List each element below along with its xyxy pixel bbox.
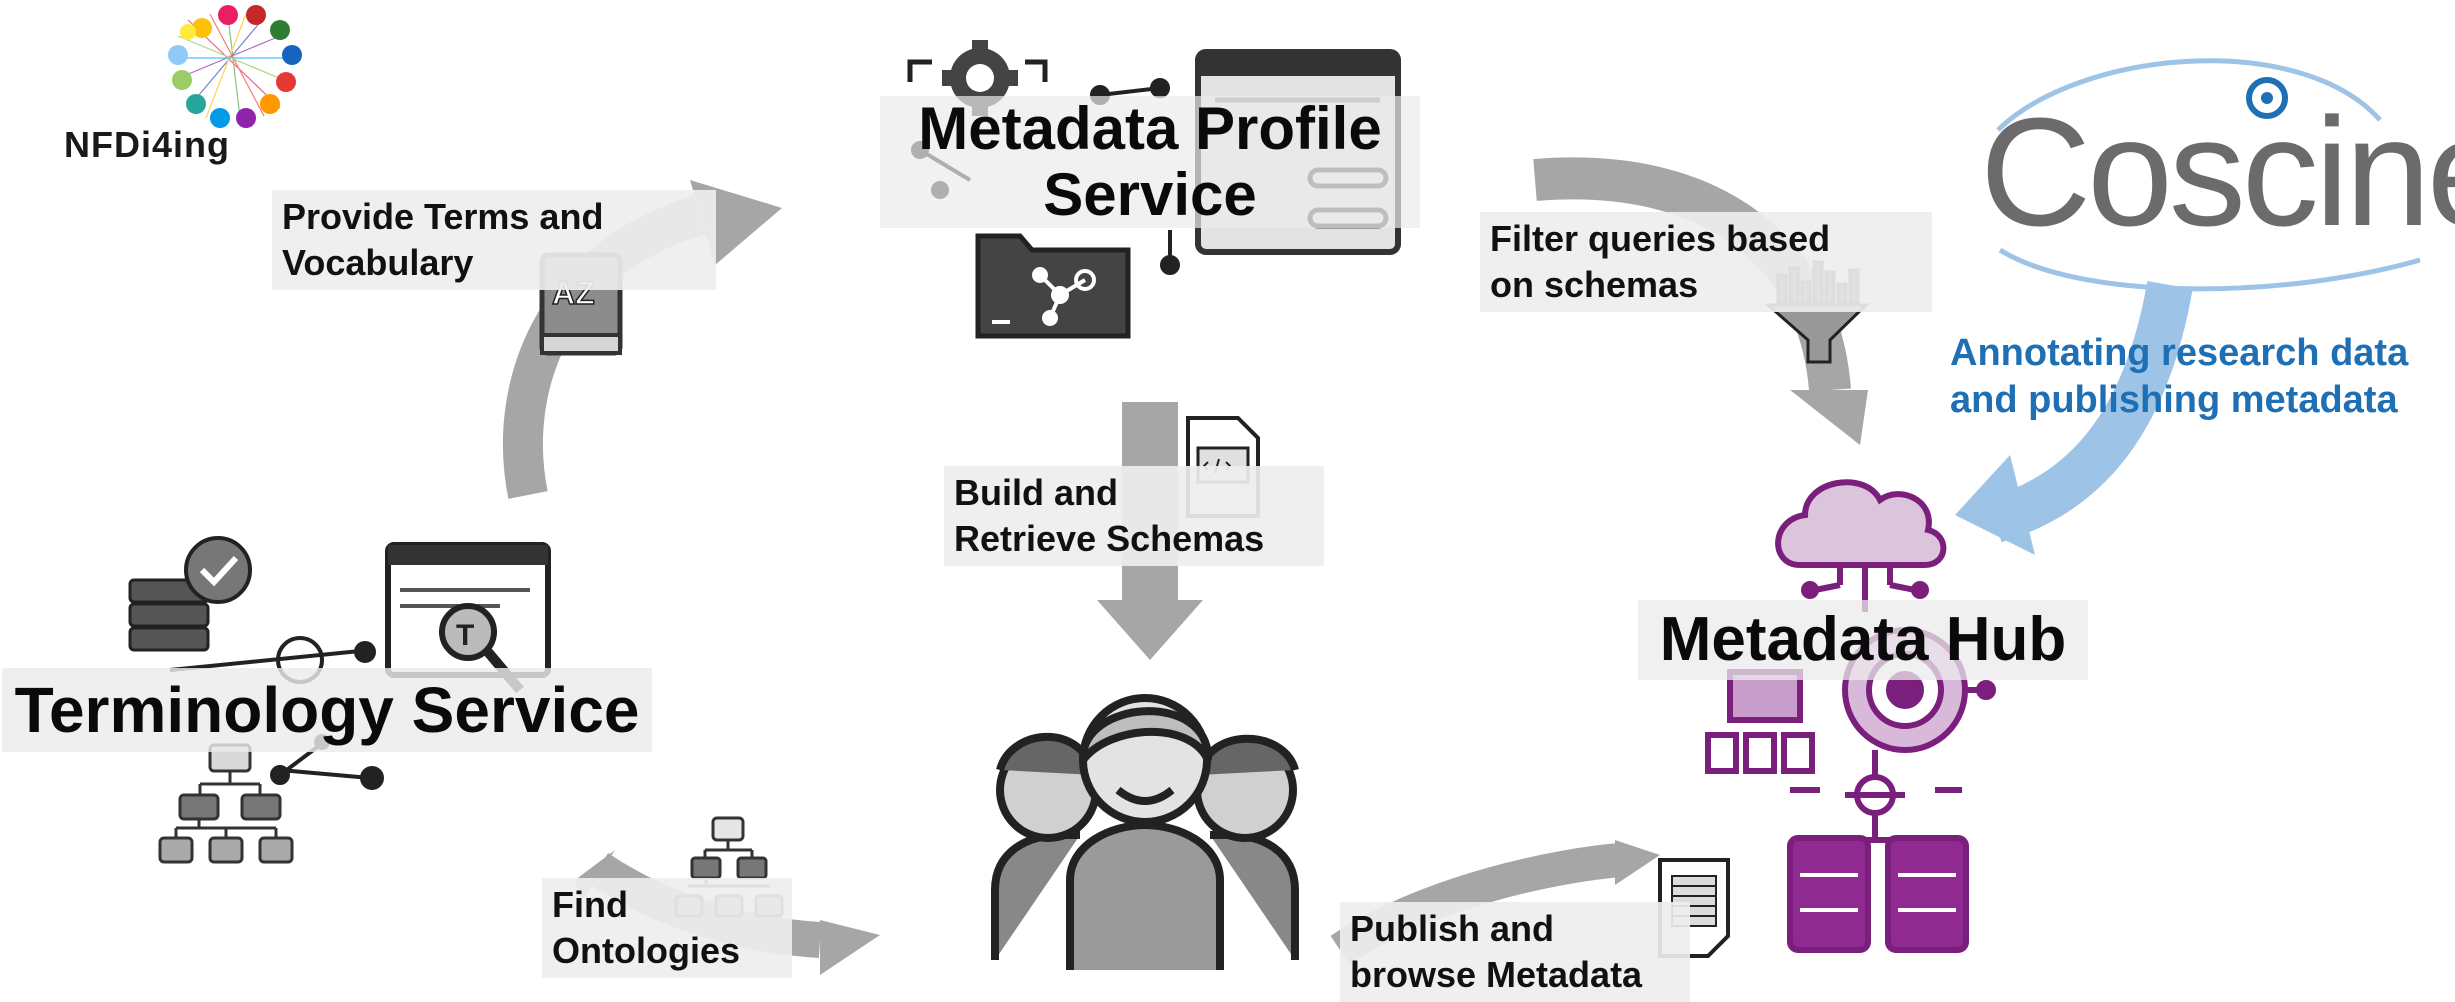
find-ontologies-line1: Find bbox=[552, 884, 628, 925]
nfdi-logo-text: NFDi4ing bbox=[64, 124, 230, 165]
filter-queries-line1: Filter queries based bbox=[1490, 218, 1831, 259]
filter-queries-line2: on schemas bbox=[1490, 264, 1699, 305]
server-check-icon bbox=[128, 536, 252, 652]
annotating-line2: and publishing metadata bbox=[1950, 379, 2398, 421]
browser-search-icon: T bbox=[385, 542, 551, 694]
coscine-logo bbox=[1996, 58, 2421, 292]
flow-label-provide-terms: Provide Terms and Vocabulary bbox=[272, 190, 716, 290]
flow-label-find-ontologies: Find Ontologies bbox=[542, 878, 792, 978]
hierarchy-icon bbox=[158, 743, 294, 864]
annotating-line1: Annotating research data bbox=[1950, 332, 2409, 374]
provide-terms-line2: Vocabulary bbox=[282, 242, 474, 283]
nfdi-logo bbox=[168, 5, 302, 128]
database-servers-icon bbox=[1787, 750, 1969, 953]
flow-label-build-schemas: Build and Retrieve Schemas bbox=[944, 466, 1324, 566]
cloud-network-icon bbox=[1775, 479, 1947, 612]
terminology-service-title: Terminology Service bbox=[2, 668, 652, 752]
terminology-title-text: Terminology Service bbox=[14, 674, 640, 746]
flow-label-publish-browse: Publish and browse Metadata bbox=[1340, 902, 1690, 1002]
gear-icon bbox=[907, 40, 1048, 116]
build-schemas-line1: Build and bbox=[954, 472, 1118, 513]
coscine-logo-text: Coscine bbox=[1980, 86, 2455, 258]
metadata-profile-title-line1: Metadata Profile bbox=[918, 95, 1382, 162]
flow-label-annotating: Annotating research data and publishing … bbox=[1950, 330, 2408, 424]
metadata-hub-title-text: Metadata Hub bbox=[1659, 605, 2067, 674]
metadata-hub-title: Metadata Hub bbox=[1638, 600, 2088, 680]
folder-network-icon bbox=[975, 233, 1131, 339]
publish-browse-line1: Publish and bbox=[1350, 908, 1555, 949]
find-ontologies-line2: Ontologies bbox=[552, 930, 740, 971]
arrow-annotating bbox=[1955, 281, 2193, 555]
flow-label-filter-queries: Filter queries based on schemas bbox=[1480, 212, 1932, 312]
build-schemas-line2: Retrieve Schemas bbox=[954, 518, 1265, 559]
provide-terms-line1: Provide Terms and bbox=[282, 196, 604, 237]
metadata-profile-title-line2: Service bbox=[1043, 161, 1257, 228]
svg-text:T: T bbox=[456, 619, 474, 652]
metadata-profile-service-title: Metadata Profile Service bbox=[880, 96, 1420, 228]
users-group-icon bbox=[991, 694, 1299, 970]
publish-browse-line2: browse Metadata bbox=[1350, 954, 1643, 995]
